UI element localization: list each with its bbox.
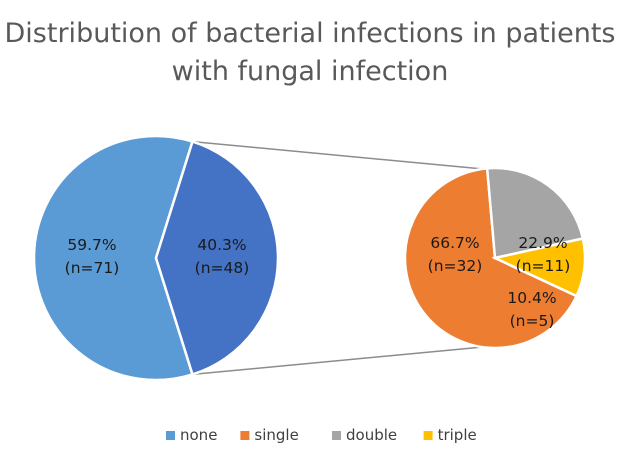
chart-title-line-2: with fungal infection [172, 56, 449, 87]
connector-line-bottom [192, 346, 484, 376]
legend-swatch-single [240, 431, 250, 440]
secondary-pie-count-label-double: (n=11) [516, 257, 571, 275]
main-pie-slice-2 [154, 140, 280, 376]
legend-label-none: none [180, 426, 217, 444]
secondary-pie: 66.7% (n=32) 22.9% (n=11) 10.4% (n=5) [403, 166, 587, 350]
main-pie-percent-label-1: 59.7% [67, 236, 116, 254]
legend-swatch-none [166, 431, 175, 440]
secondary-pie-slice-single [403, 166, 579, 350]
main-pie: 59.7% (n=71) 40.3% (n=48) [32, 134, 280, 382]
secondary-pie-count-label-triple: (n=5) [510, 312, 555, 330]
legend-swatch-triple [423, 431, 433, 440]
chart-title-line-1: Distribution of bacterial infections in … [5, 18, 616, 49]
secondary-pie-count-label-single: (n=32) [428, 257, 483, 275]
secondary-pie-percent-label-double: 22.9% [518, 234, 567, 252]
legend-label-double: double [346, 426, 397, 444]
secondary-pie-slice-double [485, 166, 585, 260]
main-pie-count-label-1: (n=71) [65, 259, 120, 277]
connector-lines [192, 140, 484, 376]
main-pie-percent-label-2: 40.3% [197, 236, 246, 254]
main-pie-slice-1 [32, 134, 195, 382]
secondary-pie-percent-label-single: 66.7% [430, 234, 479, 252]
legend-label-single: single [254, 426, 298, 444]
legend-swatch-double [332, 431, 341, 440]
secondary-pie-slice-triple [491, 237, 587, 298]
secondary-pie-percent-label-triple: 10.4% [507, 289, 556, 307]
legend-label-triple: triple [438, 426, 477, 444]
main-pie-count-label-2: (n=48) [195, 259, 250, 277]
legend: none single double triple [166, 426, 477, 444]
connector-line-top [192, 140, 484, 170]
